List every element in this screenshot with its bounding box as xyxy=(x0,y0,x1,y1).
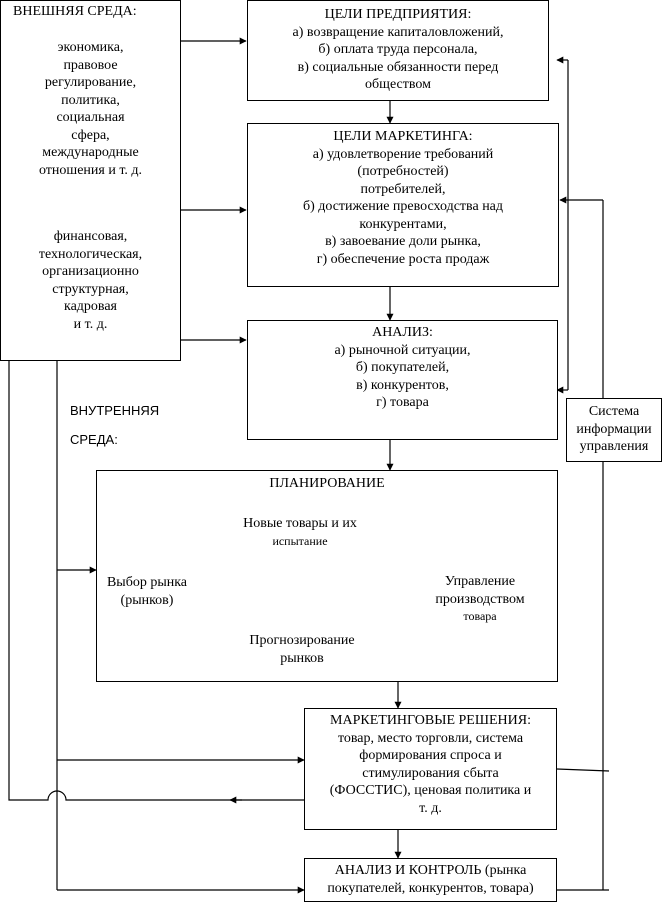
marketing-goals-box: ЦЕЛИ МАРКЕТИНГА: а) удовлетворение требо… xyxy=(247,123,559,287)
external-environment-box xyxy=(0,0,181,361)
enterprise-goals-box: ЦЕЛИ ПРЕДПРИЯТИЯ: а) возвращение капитал… xyxy=(247,0,549,101)
market-choice-node: Выбор рынка (рынков) xyxy=(106,575,188,608)
decisions-to-mis-line xyxy=(556,768,610,772)
marketing-decisions-box: МАРКЕТИНГОВЫЕ РЕШЕНИЯ: товар, место торг… xyxy=(304,708,557,830)
marketing-goals-title: ЦЕЛИ МАРКЕТИНГА: xyxy=(333,129,473,144)
new-products-node: Новые товары и их испытание xyxy=(243,516,357,548)
marketing-decisions-title: МАРКЕТИНГОВЫЕ РЕШЕНИЯ: xyxy=(330,713,531,728)
internal-environment-label: ВНУТРЕННЯЯ СРЕДА: xyxy=(70,403,160,447)
planning-title: ПЛАНИРОВАНИЕ xyxy=(269,476,385,491)
planning-box xyxy=(96,470,558,682)
external-environment-title: ВНЕШНЯЯ СРЕДА: xyxy=(13,4,137,19)
feedback-loop-line xyxy=(8,790,242,801)
market-forecasting-node: Прогнозирование рынков xyxy=(249,633,355,666)
production-management-node: Управление производством товара xyxy=(435,574,525,623)
management-information-system-box: Система информации управления xyxy=(566,398,662,462)
analysis-title: АНАЛИЗ: xyxy=(372,325,433,340)
external-factors-list: экономика, правовое регулирование, полит… xyxy=(38,40,143,178)
enterprise-goals-title: ЦЕЛИ ПРЕДПРИЯТИЯ: xyxy=(324,7,472,22)
analysis-box: АНАЛИЗ: а) рыночной ситуации, б) покупат… xyxy=(247,320,558,440)
internal-factors-list: финансовая, технологическая, организацио… xyxy=(38,229,143,332)
analysis-control-box: АНАЛИЗ И КОНТРОЛЬ (рынка покупателей, ко… xyxy=(304,858,557,902)
